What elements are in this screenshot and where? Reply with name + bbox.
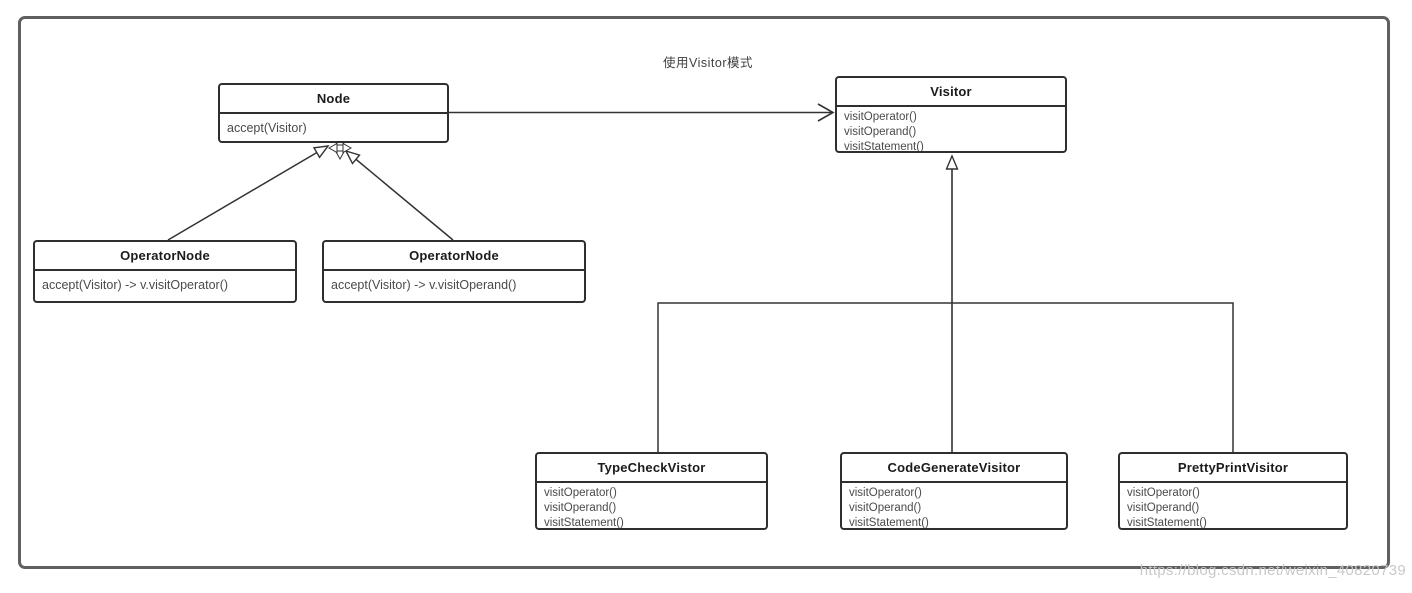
class-member: visitOperator() xyxy=(849,487,922,499)
class-member: visitOperand() xyxy=(849,502,922,514)
class-member: accept(Visitor) -> v.visitOperator() xyxy=(42,278,229,292)
class-title: Visitor xyxy=(837,78,1065,107)
class-title: OperatorNode xyxy=(324,242,584,271)
class-member: visitOperator() xyxy=(544,487,617,499)
class-codegenerate-visitor: CodeGenerateVisitor visitOperator() visi… xyxy=(840,452,1068,530)
class-operator-node: OperatorNode accept(Visitor) -> v.visitO… xyxy=(33,240,297,303)
class-visitor: Visitor visitOperator() visitOperand() v… xyxy=(835,76,1067,153)
class-member: visitStatement() xyxy=(849,517,929,529)
class-member: visitOperand() xyxy=(844,126,917,138)
class-member: visitOperator() xyxy=(1127,487,1200,499)
class-node: Node accept(Visitor) xyxy=(218,83,449,143)
class-prettyprint-visitor: PrettyPrintVisitor visitOperator() visit… xyxy=(1118,452,1348,530)
diagram-frame xyxy=(18,16,1390,569)
class-title: CodeGenerateVisitor xyxy=(842,454,1066,483)
class-member: visitStatement() xyxy=(1127,517,1207,529)
class-title: Node xyxy=(220,85,447,114)
class-title: TypeCheckVistor xyxy=(537,454,766,483)
class-member: visitStatement() xyxy=(844,141,924,153)
class-title: OperatorNode xyxy=(35,242,295,271)
watermark-text: https://blog.csdn.net/weixin_40820739 xyxy=(1139,562,1406,579)
class-member: visitOperand() xyxy=(1127,502,1200,514)
class-member: visitOperand() xyxy=(544,502,617,514)
class-member: accept(Visitor) xyxy=(227,121,307,135)
class-operand-node: OperatorNode accept(Visitor) -> v.visitO… xyxy=(322,240,586,303)
class-member: accept(Visitor) -> v.visitOperand() xyxy=(331,278,517,292)
class-title: PrettyPrintVisitor xyxy=(1120,454,1346,483)
class-member: visitStatement() xyxy=(544,517,624,529)
class-typecheck-vistor: TypeCheckVistor visitOperator() visitOpe… xyxy=(535,452,768,530)
class-member: visitOperator() xyxy=(844,111,917,123)
diagram-title: 使用Visitor模式 xyxy=(662,56,753,70)
